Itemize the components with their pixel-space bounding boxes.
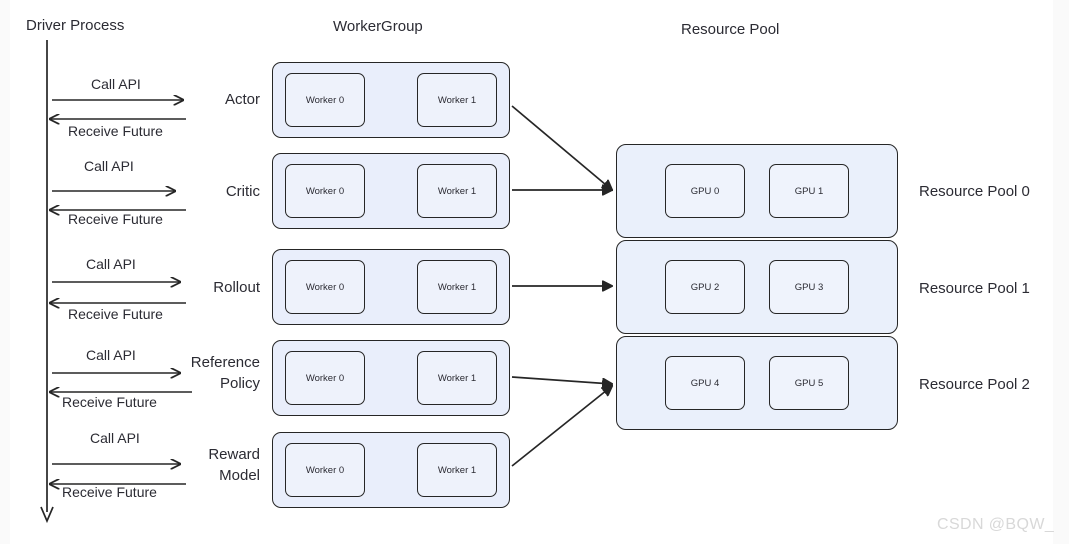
label-call-api-reference-policy: Call API [86, 347, 136, 363]
worker-box[interactable]: Worker 1 [417, 351, 497, 405]
label-receive-future-actor: Receive Future [68, 123, 163, 139]
worker-group-rollout[interactable]: Worker 0 Worker 1 [272, 249, 510, 325]
row-label-rollout: Rollout [213, 279, 260, 296]
gpu-box[interactable]: GPU 2 [665, 260, 745, 314]
row-label-reward-model: Reward Model [208, 446, 260, 485]
resource-pool-2[interactable]: GPU 4 GPU 5 [616, 336, 898, 430]
heading-resource-pool: Resource Pool [681, 21, 780, 38]
label-receive-future-reward-model: Receive Future [62, 484, 157, 500]
gpu-box[interactable]: GPU 1 [769, 164, 849, 218]
label-call-api-rollout: Call API [86, 256, 136, 272]
worker-group-actor[interactable]: Worker 0 Worker 1 [272, 62, 510, 138]
worker-group-critic[interactable]: Worker 0 Worker 1 [272, 153, 510, 229]
gpu-box[interactable]: GPU 3 [769, 260, 849, 314]
worker-box[interactable]: Worker 0 [285, 443, 365, 497]
worker-box[interactable]: Worker 1 [417, 164, 497, 218]
resource-pool-1[interactable]: GPU 2 GPU 3 [616, 240, 898, 334]
gpu-box[interactable]: GPU 4 [665, 356, 745, 410]
heading-driver-process: Driver Process [26, 17, 125, 34]
row-label-critic: Critic [225, 183, 260, 200]
right-edge-band [1053, 0, 1069, 544]
label-call-api-reward-model: Call API [90, 430, 140, 446]
resource-pool-0[interactable]: GPU 0 GPU 1 [616, 144, 898, 238]
worker-box[interactable]: Worker 0 [285, 164, 365, 218]
row-label-actor: Actor [224, 91, 260, 108]
link-reward-model-to-pool2 [511, 386, 612, 467]
gpu-box[interactable]: GPU 0 [665, 164, 745, 218]
worker-box[interactable]: Worker 1 [417, 443, 497, 497]
label-receive-future-reference-policy: Receive Future [62, 394, 157, 410]
resource-pool-1-label: Resource Pool 1 [919, 280, 1030, 297]
worker-box[interactable]: Worker 0 [285, 260, 365, 314]
worker-group-reward-model[interactable]: Worker 0 Worker 1 [272, 432, 510, 508]
worker-box[interactable]: Worker 1 [417, 260, 497, 314]
label-receive-future-critic: Receive Future [68, 211, 163, 227]
link-reference-policy-to-pool2 [511, 376, 612, 384]
heading-worker-group: WorkerGroup [333, 18, 423, 35]
worker-group-reference-policy[interactable]: Worker 0 Worker 1 [272, 340, 510, 416]
worker-box[interactable]: Worker 0 [285, 73, 365, 127]
worker-box[interactable]: Worker 0 [285, 351, 365, 405]
link-actor-to-pool0 [511, 105, 612, 190]
label-receive-future-rollout: Receive Future [68, 306, 163, 322]
row-label-reference-policy: Reference Policy [190, 354, 260, 393]
left-edge-band [0, 0, 10, 544]
label-call-api-critic: Call API [84, 158, 134, 174]
gpu-box[interactable]: GPU 5 [769, 356, 849, 410]
watermark: CSDN @BQW_ [937, 516, 1055, 533]
resource-pool-0-label: Resource Pool 0 [919, 183, 1030, 200]
worker-box[interactable]: Worker 1 [417, 73, 497, 127]
driver-lifeline [40, 40, 54, 524]
resource-pool-2-label: Resource Pool 2 [919, 376, 1030, 393]
label-call-api-actor: Call API [91, 76, 141, 92]
